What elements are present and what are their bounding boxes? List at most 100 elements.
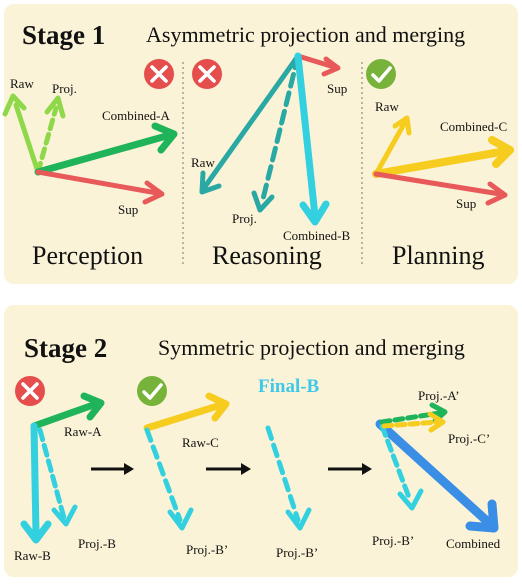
stage2-group-raw-c: Raw-C Proj.-B’ [137,376,230,557]
stage2-flow-arrow-3-head [362,463,372,475]
stage2-raw-b-shaft [30,422,40,538]
reasoning-raw-shaft [201,53,301,191]
planning-sup-head [485,181,508,206]
perception-sup-vector [35,169,165,205]
stage2-check-mark [142,383,163,400]
perception-status-cross-icon [144,59,174,89]
stage2-check-circle [137,376,167,406]
reasoning-sup-vector [295,53,341,77]
perception-raw-shaft [13,102,41,175]
stage2-proj-b-prime-2-shaft [265,425,301,523]
reasoning-section-label: Reasoning [212,241,322,270]
reasoning-proj-shaft [259,53,301,206]
stage2-proj-b-vector [37,427,78,527]
stage2-raw-a-shaft [30,400,100,430]
perception-proj-shaft [35,105,59,175]
planning-sup-vector [373,171,508,206]
stage2-cross-mark [21,382,39,400]
stage1-panel: Stage 1 Asymmetric projection and mergin… [2,4,518,284]
stage2-combined-shaft [375,419,493,527]
reasoning-sup-label: Sup [327,81,347,96]
stage2-raw-c-label: Raw-C [182,435,219,450]
perception-sup-head [142,180,165,205]
stage2-proj-b-shaft [37,427,67,521]
perception-proj-head [44,95,66,119]
stage2-proj-b-prime-1-head [167,507,194,531]
reasoning-status-cross-icon [192,59,222,89]
stage1-title: Stage 1 [22,20,105,50]
stage2-flow-arrow-3 [328,463,372,475]
perception-combined-head [151,122,178,154]
stage2-raw-b-vector [20,422,52,544]
stage2-proj-c-prime-head [427,411,446,433]
reasoning-section: Sup Raw Proj. Combined-B Reasoning [191,52,350,270]
perception-proj-vector [35,95,66,175]
planning-check-circle [366,59,396,89]
stage2-proj-b-prime-3-label: Proj.-B’ [372,533,414,548]
stage2-proj-b-prime-3-shaft [379,423,413,503]
stage2-panel: Stage 2 Symmetric projection and merging [4,305,518,577]
planning-combined-shaft [372,147,510,178]
reasoning-combined-head [299,200,330,226]
stage2-proj-b-prime-2-label: Proj.-B’ [276,545,318,560]
planning-combined-head [488,136,514,168]
stage2-title: Stage 2 [24,333,107,363]
stage2-raw-c-vector [143,392,230,432]
planning-check-mark [371,66,392,83]
stage2-proj-b-prime-1-shaft [144,427,183,523]
stage2-proj-b-head [51,504,78,527]
perception-sup-shaft [35,169,160,196]
perception-cross-mark [150,65,168,83]
stage2-raw-a-vector [30,392,105,430]
stage2-group-initial: Raw-A Raw-B Proj.-B [14,376,116,563]
planning-raw-label: Raw [375,99,399,114]
stage2-raw-b-head [20,520,52,544]
stage2-proj-b-prime-3-vector [379,423,424,511]
planning-combined-vector [372,136,514,178]
stage2-proj-b-prime-1-label: Proj.-B’ [186,542,228,557]
perception-combined-shaft [34,131,174,176]
planning-sup-shaft [373,171,503,197]
perception-section: Raw Proj. Combined-A Sup Perception [2,59,178,270]
stage2-subtitle: Symmetric projection and merging [158,335,465,360]
stage1-subtitle: Asymmetric projection and merging [146,22,465,47]
stage2-cross-icon [15,376,45,406]
stage2-proj-b-label: Proj.-B [78,536,116,551]
stage2-raw-c-head [205,392,230,422]
reasoning-raw-head [199,170,222,195]
stage2-proj-c-prime-shaft [381,419,441,429]
stage2-flow-arrow-2-head [241,463,251,475]
perception-raw-vector [2,93,41,175]
reasoning-raw-label: Raw [191,155,215,170]
stage2-raw-b-label: Raw-B [14,548,51,563]
planning-status-check-icon [366,59,396,89]
stage2-proj-b-prime-2-vector [265,425,312,531]
reasoning-sup-shaft [295,53,337,70]
stage2-combined-head [465,499,499,533]
reasoning-raw-vector [199,53,301,195]
stage2-proj-a-prime-label: Proj.-A’ [418,388,460,403]
stage2-combined-vector [375,419,499,533]
stage2-proj-b-prime-1-vector [144,427,194,531]
planning-section-label: Planning [392,241,484,270]
stage2-raw-a-label: Raw-A [64,424,102,439]
reasoning-combined-shaft [294,52,319,220]
perception-combined-vector [34,122,178,176]
stage2-group-final-b: Final-B Proj.-B’ [258,376,320,560]
perception-proj-label: Proj. [52,81,77,96]
stage2-combined-label: Combined [446,536,501,551]
stage2-proj-c-prime-label: Proj.-C’ [448,431,490,446]
perception-section-label: Perception [32,241,143,270]
reasoning-cross-mark [198,65,216,83]
stage2-group-combined: Proj.-A’ Proj.-C’ Proj.-B’ Combined [372,388,501,551]
planning-section: Raw Combined-C Sup Planning [366,59,514,270]
stage2-proj-b-prime-3-head [397,488,424,511]
reasoning-sup-head [321,56,341,77]
stage2-final-b-label: Final-B [258,376,320,397]
perception-raw-label: Raw [10,76,34,91]
planning-raw-head [392,115,412,136]
perception-raw-head [2,93,27,117]
reasoning-combined-label: Combined-B [283,228,350,243]
reasoning-proj-head [251,190,275,213]
